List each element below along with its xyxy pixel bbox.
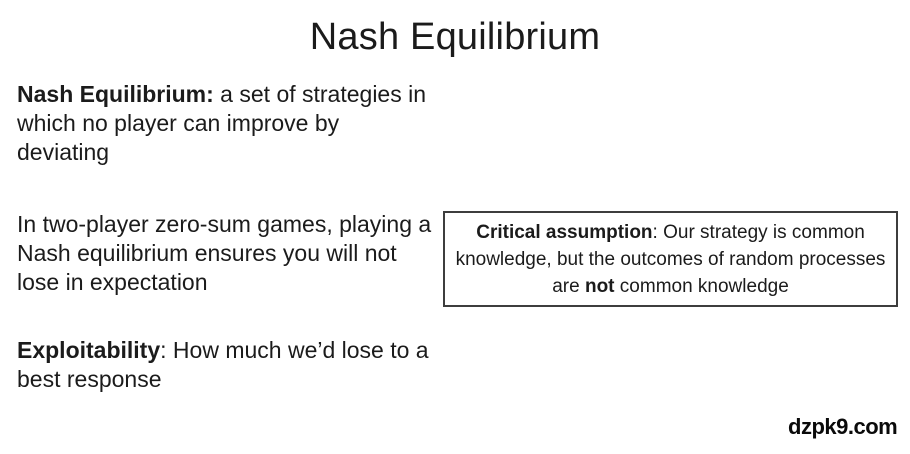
paragraph-exploitability-definition: Exploitability: How much we’d lose to a … — [17, 336, 432, 394]
paragraph-body-text: a set of strategies in which no player c… — [17, 81, 427, 165]
paragraph-nash-equilibrium-definition: Nash Equilibrium: a set of strategies in… — [17, 80, 432, 167]
paragraph-zero-sum-guarantee: In two-player zero-sum games, playing a … — [17, 210, 432, 297]
paragraph-lead-label: Exploitability — [17, 337, 161, 363]
critical-assumption-callout-box: Critical assumption: Our strategy is com… — [443, 211, 898, 307]
paragraph-lead-label: Nash Equilibrium: — [17, 81, 214, 107]
callout-text: Critical assumption: Our strategy is com… — [445, 219, 896, 300]
callout-text-part-two: common knowledge — [614, 275, 789, 297]
callout-emphasis-not: not — [584, 275, 615, 297]
site-watermark: dzpk9.com — [786, 413, 899, 441]
paragraph-body-text: : How much we’d lose to a best response — [17, 337, 429, 392]
paragraph-body-text: In two-player zero-sum games, playing a … — [17, 211, 432, 295]
callout-lead-label: Critical assumption — [476, 221, 653, 243]
body-content-column: Nash Equilibrium: a set of strategies in… — [17, 80, 432, 394]
page-title: Nash Equilibrium — [309, 16, 601, 58]
callout-text-part-one: : Our strategy is common knowledge, but … — [455, 221, 886, 297]
